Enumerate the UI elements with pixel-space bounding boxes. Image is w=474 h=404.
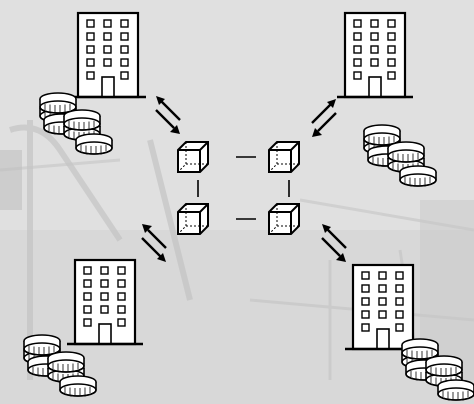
block-top-right-icon — [268, 141, 300, 173]
arrows-top-left-icon — [154, 94, 182, 136]
block-bottom-left-icon — [177, 203, 209, 235]
arrows-top-right-icon — [310, 97, 338, 139]
coins-top-right-icon — [364, 125, 436, 186]
coins-top-left-icon — [40, 93, 112, 154]
arrows-bottom-left-icon — [140, 222, 168, 264]
building-top-left-icon — [68, 11, 148, 99]
building-bottom-left-icon — [65, 258, 145, 346]
block-top-left-icon — [177, 141, 209, 173]
building-top-right-icon — [335, 11, 415, 99]
block-links — [197, 156, 290, 220]
coins-bottom-right-icon — [402, 339, 474, 400]
arrows-bottom-right-icon — [320, 222, 348, 264]
building-bottom-right-icon — [343, 263, 423, 351]
block-bottom-right-icon — [268, 203, 300, 235]
